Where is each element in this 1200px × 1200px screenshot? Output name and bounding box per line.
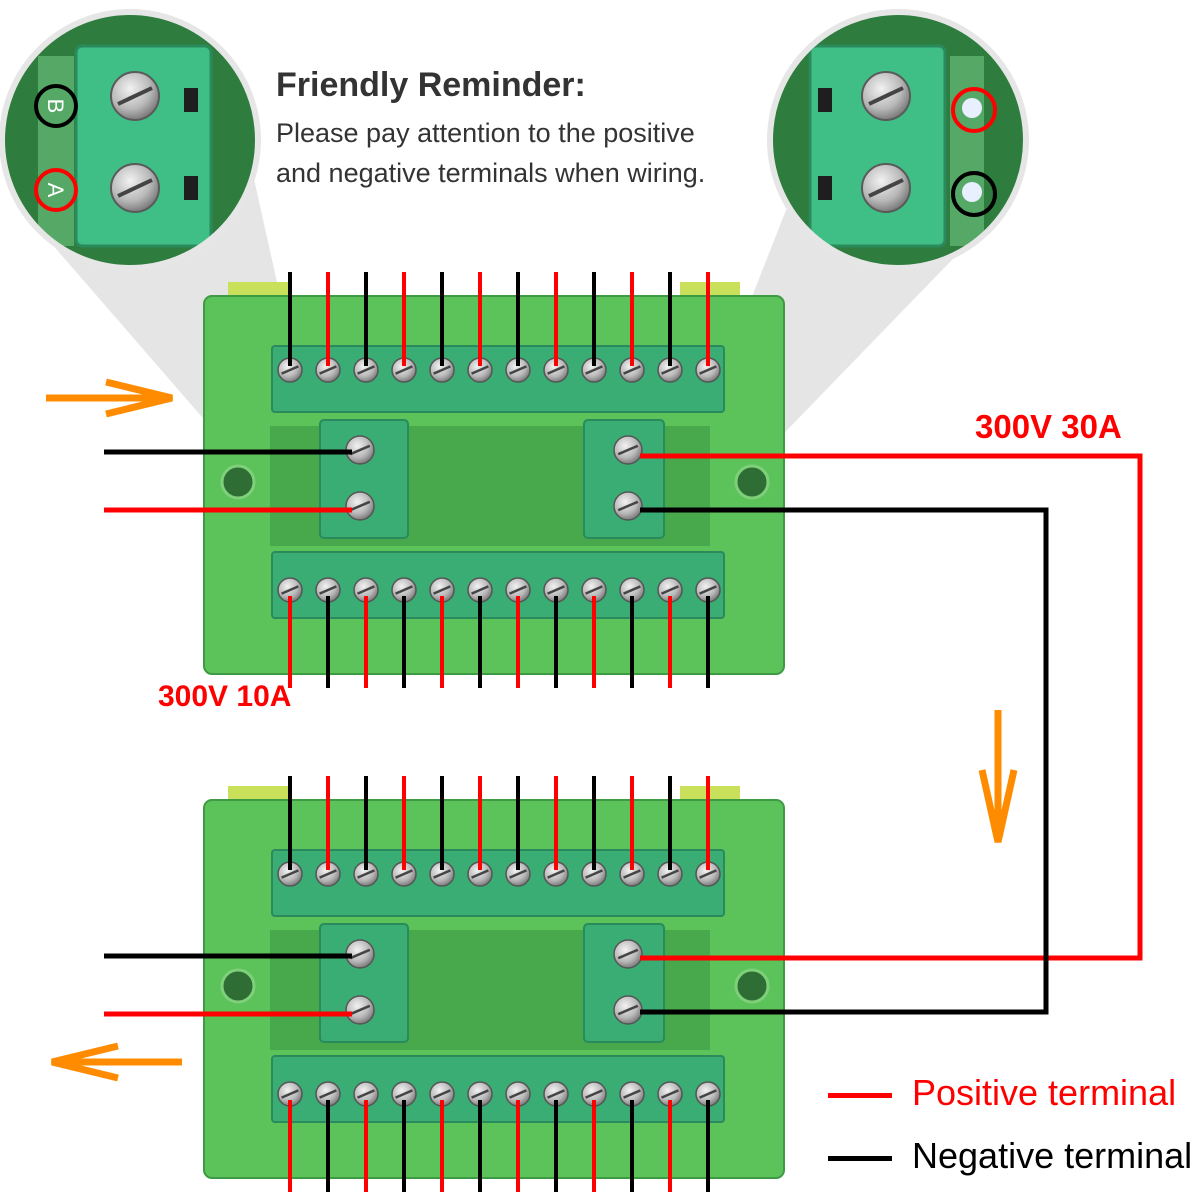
screw-slot (319, 585, 337, 595)
reminder-line-1: Please pay attention to the positive (276, 118, 695, 148)
screw-slot (623, 1089, 641, 1099)
screw-slot (281, 585, 299, 595)
screw-slot (433, 869, 451, 879)
screw-slot (547, 585, 565, 595)
screw-slot (617, 500, 639, 512)
mounting-hole (220, 464, 256, 500)
screw-slot (585, 365, 603, 375)
top-terminal-strip (271, 849, 725, 917)
branch-rating-label: 300V 10A (158, 680, 292, 713)
zoom-detail-left: B A (0, 9, 261, 271)
screw-slot (585, 869, 603, 879)
reminder-line-2: and negative terminals when wiring. (276, 158, 706, 188)
screw-slot (349, 948, 371, 960)
screw-slot (699, 585, 717, 595)
bottom-terminal-strip (271, 551, 725, 619)
mounting-hole (734, 464, 770, 500)
screw-slot (509, 585, 527, 595)
zoom-label-b: B (43, 99, 68, 114)
legend-positive: Positive terminal (828, 1070, 1200, 1120)
screw-slot (395, 869, 413, 879)
main-negative-wire (640, 507, 1049, 1015)
zoom-label-a: A (43, 183, 68, 198)
screw-slot (699, 365, 717, 375)
screw-slot (349, 500, 371, 512)
screw-slot (617, 948, 639, 960)
screw-slot (349, 1004, 371, 1016)
screw-slot (357, 585, 375, 595)
screw-slot (547, 1089, 565, 1099)
screw-slot (617, 1004, 639, 1016)
negative-marker-circle (34, 84, 78, 128)
screw-slot (509, 1089, 527, 1099)
screw-slot (509, 365, 527, 375)
screw-slot (395, 1089, 413, 1099)
screw-slot (509, 869, 527, 879)
screw-slot (661, 365, 679, 375)
distribution-board-2 (203, 776, 785, 1192)
screw-slot (319, 365, 337, 375)
distribution-board-1 (203, 272, 785, 688)
screw-slot (395, 365, 413, 375)
screw-slot (395, 585, 413, 595)
screw-slot (319, 869, 337, 879)
legend-positive-swatch (828, 1093, 892, 1098)
legend-negative: Negative terminal (828, 1133, 1200, 1183)
top-terminal-strip (271, 345, 725, 413)
screw-slot (585, 585, 603, 595)
main-wiring (104, 449, 1143, 1017)
negative-marker-circle-right (951, 171, 997, 217)
screw-slot (349, 444, 371, 456)
arrow-right-icon (46, 378, 173, 418)
screw-slot (357, 1089, 375, 1099)
screw-slot (319, 1089, 337, 1099)
screw-slot (623, 365, 641, 375)
screw-slot (623, 585, 641, 595)
positive-marker-circle (34, 168, 78, 212)
reminder-title: Friendly Reminder: (276, 66, 586, 104)
screw-slot (357, 869, 375, 879)
legend-positive-label: Positive terminal (912, 1072, 1177, 1113)
screw-slot (547, 869, 565, 879)
screw-slot (357, 365, 375, 375)
mounting-hole (734, 968, 770, 1004)
screw-slot (471, 365, 489, 375)
screw-slot (617, 444, 639, 456)
screw-slot (281, 869, 299, 879)
main-rating-label: 300V 30A (975, 408, 1122, 445)
screw-slot (471, 869, 489, 879)
screw-slot (661, 869, 679, 879)
screw-slot (281, 365, 299, 375)
main-positive-wire (640, 453, 1143, 961)
screw-slot (699, 1089, 717, 1099)
arrow-left-icon (51, 1042, 182, 1082)
screw-slot (661, 1089, 679, 1099)
screw-slot (585, 1089, 603, 1099)
screw-slot (699, 869, 717, 879)
arrow-down-icon (978, 710, 1018, 843)
screw-slot (471, 585, 489, 595)
screw-slot (471, 1089, 489, 1099)
zoom-detail-right (767, 9, 1029, 271)
screw-slot (433, 365, 451, 375)
screw-slot (433, 1089, 451, 1099)
screw-slot (547, 365, 565, 375)
legend-negative-swatch (828, 1156, 892, 1161)
screw-slot (281, 1089, 299, 1099)
legend-negative-label: Negative terminal (912, 1135, 1193, 1176)
screw-slot (433, 585, 451, 595)
mounting-hole (220, 968, 256, 1004)
positive-marker-circle-right (951, 87, 997, 133)
screw-slot (661, 585, 679, 595)
screw-slot (623, 869, 641, 879)
bottom-terminal-strip (271, 1055, 725, 1123)
